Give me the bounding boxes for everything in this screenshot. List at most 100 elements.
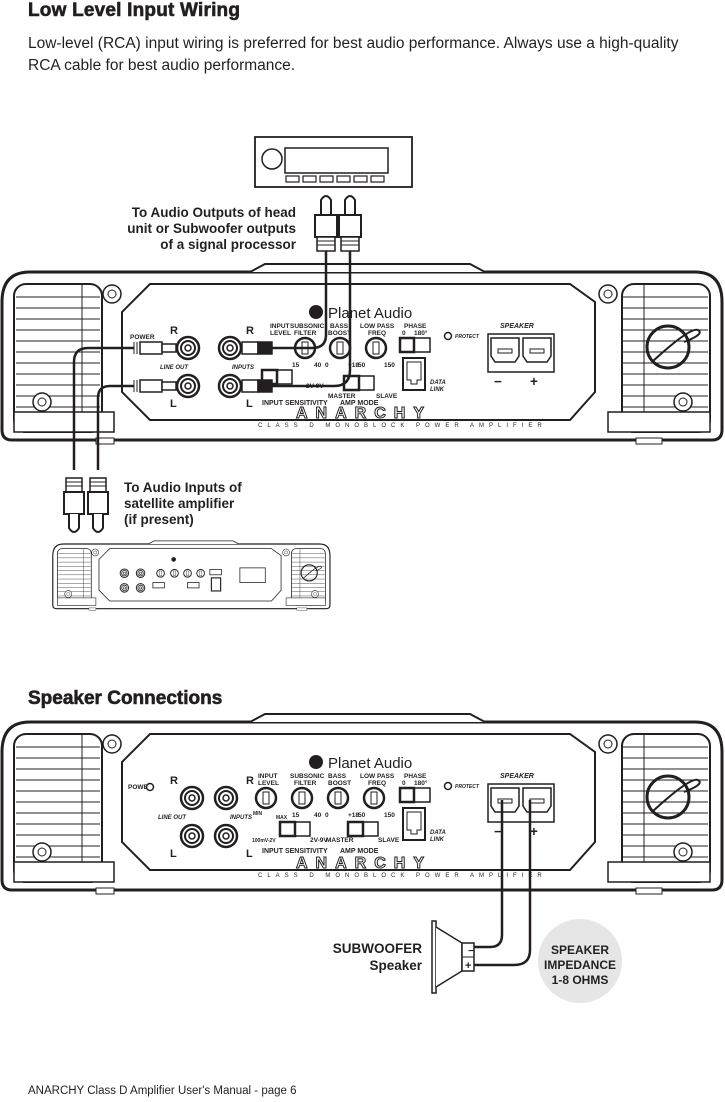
data-link-port-2[interactable] [402, 807, 426, 841]
lowpass-2b: FREQ [368, 780, 386, 787]
speaker-plus-label: + [530, 374, 538, 389]
ss-max-2: 40 [314, 812, 322, 819]
sens-low-2: 100mV-2V [252, 838, 276, 844]
subwoofer-plus: + [465, 960, 471, 972]
phase-2: PHASE [404, 773, 427, 780]
line-out-l-jack[interactable] [175, 373, 201, 399]
rca-cables-input [272, 251, 352, 388]
low-pass-label: LOW PASS [360, 323, 395, 330]
satellite-label-line3: (if present) [124, 512, 194, 527]
phase-0-2: 0 [402, 780, 406, 787]
input-level-max: MAX [276, 815, 288, 821]
amp-mode-label: AMP MODE [340, 400, 379, 407]
line-out-l-label: L [170, 398, 177, 410]
power-led-icon [145, 782, 155, 792]
speaker-terminal-block[interactable] [487, 333, 555, 373]
subwoofer-icon [431, 920, 475, 994]
input-level-min: MIN [253, 811, 263, 817]
input-sensitivity-label: INPUT SENSITIVITY [262, 400, 328, 407]
bass-min: 0 [325, 362, 329, 369]
power-label-2: POWER [128, 784, 153, 791]
input-level-2b: LEVEL [258, 780, 279, 787]
subsonic-label-2: FILTER [294, 330, 317, 337]
l-label-2b: L [246, 848, 253, 860]
input-r-jack[interactable] [217, 335, 243, 361]
low-pass-knob[interactable] [364, 336, 388, 360]
slave-label: SLAVE [376, 393, 398, 400]
inputs-label: INPUTS [232, 365, 254, 371]
phase-switch[interactable] [398, 336, 431, 354]
subsonic-max: 40 [314, 362, 322, 369]
line-out-r-jack[interactable] [175, 335, 201, 361]
bass-boost-knob-2[interactable] [326, 786, 350, 810]
low-pass-label-2: FREQ [368, 330, 386, 337]
subsonic-2: SUBSONIC [290, 773, 325, 780]
input-level-knob[interactable] [254, 786, 278, 810]
line-out-r-jack-2[interactable] [179, 785, 205, 811]
input-level-label-2: LEVEL [270, 330, 291, 337]
input-sensitivity-switch-2[interactable] [278, 820, 311, 838]
speaker-minus-label: − [494, 374, 502, 389]
section-title-speaker-connections: Speaker Connections [28, 688, 223, 710]
input-plugs [241, 341, 273, 393]
satellite-amplifier [52, 540, 331, 611]
amplifier-top: Planet Audio POWER R L R L LINE OUT INPU… [0, 262, 724, 446]
subsonic-knob-2[interactable] [290, 786, 314, 810]
impedance-line2: IMPEDANCE [544, 958, 616, 972]
lp-min-2: 50 [358, 812, 366, 819]
subsonic-min: 15 [292, 362, 300, 369]
speaker-wires [474, 800, 532, 967]
head-unit-label-line2: unit or Subwoofer outputs [127, 221, 296, 236]
impedance-line3: 1-8 OHMS [552, 973, 609, 987]
subwoofer-label: SUBWOOFER [333, 941, 422, 956]
inputs-label-2: INPUTS [230, 815, 252, 821]
protect-2: PROTECT [455, 784, 480, 790]
phase-label: PHASE [404, 323, 427, 330]
speaker-terminal-block-2[interactable] [487, 783, 555, 823]
line-out-plugs [133, 341, 177, 393]
phase-switch-2[interactable] [398, 786, 431, 804]
amp-mode-switch-2[interactable] [346, 820, 379, 838]
line-out-r-label: R [170, 325, 178, 337]
amp-model-2: ANARCHY [296, 855, 432, 872]
bass-boost-knob[interactable] [328, 336, 352, 360]
rca-cables-output [72, 346, 134, 470]
lowpass-min: 50 [358, 362, 366, 369]
sens-high-2: 2V-9V [310, 837, 328, 844]
input-l-jack-2[interactable] [213, 823, 239, 849]
phase-0: 0 [402, 330, 406, 337]
amplifier-bottom: Planet Audio POWER R L R L LINE OUT INPU… [0, 712, 724, 896]
ss-min-2: 15 [292, 812, 300, 819]
bass-boost-label: BASS [330, 323, 349, 330]
amp-brand-2: Planet Audio [328, 755, 412, 772]
input-l-jack[interactable] [217, 373, 243, 399]
bass-boost-label-2: BOOST [328, 330, 351, 337]
input-r-jack-2[interactable] [213, 785, 239, 811]
r-label-2b: R [246, 775, 254, 787]
page-footer: ANARCHY Class D Amplifier User's Manual … [28, 1085, 297, 1097]
data-link-label-2: LINK [430, 387, 445, 393]
data-link-label: DATA [430, 380, 446, 386]
bb-min-2: 0 [325, 812, 329, 819]
speaker-plus-2: + [530, 824, 538, 839]
head-unit-label-line3: of a signal processor [160, 237, 297, 252]
subwoofer-label-2: Speaker [369, 958, 422, 973]
subsonic-2b: FILTER [294, 780, 317, 787]
data-link-port[interactable] [402, 357, 426, 391]
data-link-2b: LINK [430, 837, 445, 843]
input-sens-2: INPUT SENSITIVITY [262, 848, 328, 855]
data-link-2: DATA [430, 830, 446, 836]
low-pass-knob-2[interactable] [362, 786, 386, 810]
bb-max-2: +18 [348, 812, 359, 819]
bass-2: BASS [328, 773, 347, 780]
inputs-r-label: R [246, 325, 254, 337]
lowpass-max: 150 [384, 362, 395, 369]
slave-2: SLAVE [378, 837, 400, 844]
impedance-badge [538, 919, 622, 1003]
subsonic-label: SUBSONIC [290, 323, 325, 330]
r-label-2a: R [170, 775, 178, 787]
line-out-l-jack-2[interactable] [179, 823, 205, 849]
amp-mode-2: AMP MODE [340, 848, 379, 855]
section-title-low-level-input: Low Level Input Wiring [28, 0, 241, 21]
